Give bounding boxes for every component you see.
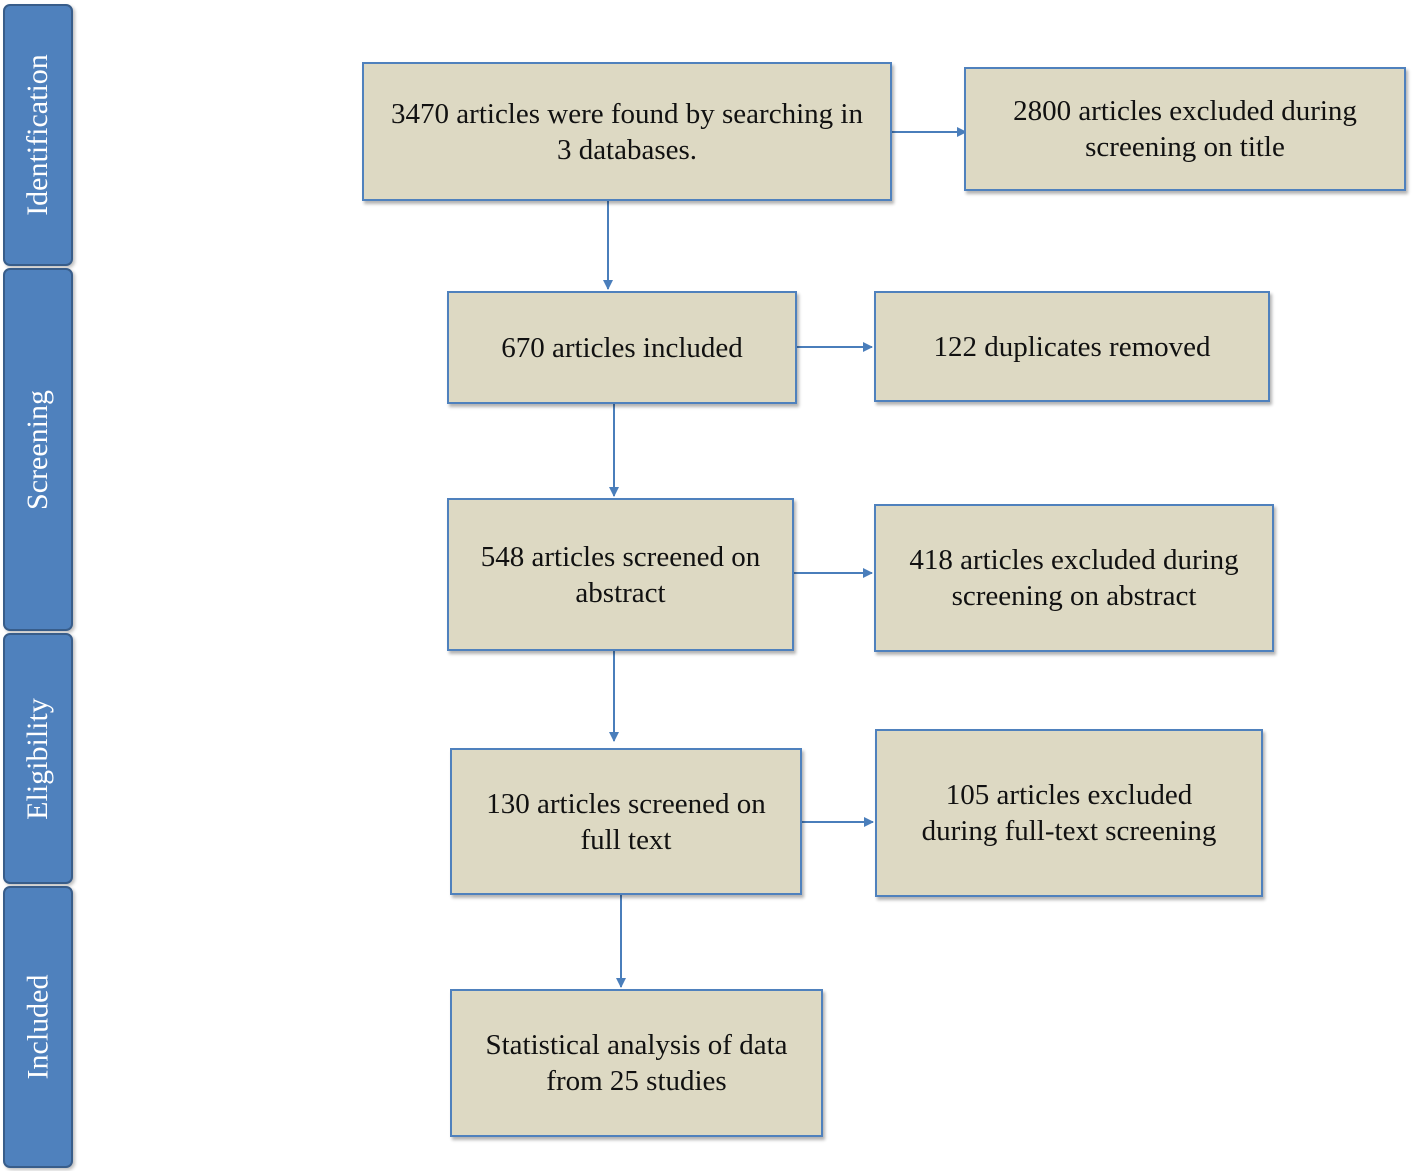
box-screened-abstract-text: 548 articles screened on abstract xyxy=(480,540,761,609)
box-excluded-title: 2800 articles excluded during screening … xyxy=(964,67,1406,191)
box-excluded-title-text: 2800 articles excluded during screening … xyxy=(1013,95,1357,163)
box-screened-fulltext: 130 articles screened on full text xyxy=(450,748,802,895)
box-screened-fulltext-text: 130 articles screened on full text xyxy=(486,787,766,856)
box-excluded-abstract-text: 418 articles excluded during screening o… xyxy=(909,544,1239,612)
stage-identification: Identification xyxy=(3,4,73,266)
stage-eligibility: Eligibility xyxy=(3,633,73,884)
stage-screening: Screening xyxy=(3,268,73,631)
box-statistical-analysis: Statistical analysis of data from 25 stu… xyxy=(450,989,823,1137)
box-excluded-fulltext: 105 articles excluded during full-text s… xyxy=(875,729,1263,897)
box-excluded-fulltext-text: 105 articles excluded during full-text s… xyxy=(921,779,1217,847)
box-excluded-abstract: 418 articles excluded during screening o… xyxy=(874,504,1274,652)
box-articles-included: 670 articles included xyxy=(447,291,797,404)
box-statistical-analysis-text: Statistical analysis of data from 25 stu… xyxy=(485,1029,788,1097)
box-articles-found-text: 3470 articles were found by searching in… xyxy=(391,97,863,166)
box-articles-found: 3470 articles were found by searching in… xyxy=(362,62,892,201)
box-duplicates-removed: 122 duplicates removed xyxy=(874,291,1270,402)
box-duplicates-removed-text: 122 duplicates removed xyxy=(933,330,1211,363)
box-screened-abstract: 548 articles screened on abstract xyxy=(447,498,794,651)
stage-included: Included xyxy=(3,886,73,1168)
box-articles-included-text: 670 articles included xyxy=(501,331,743,364)
